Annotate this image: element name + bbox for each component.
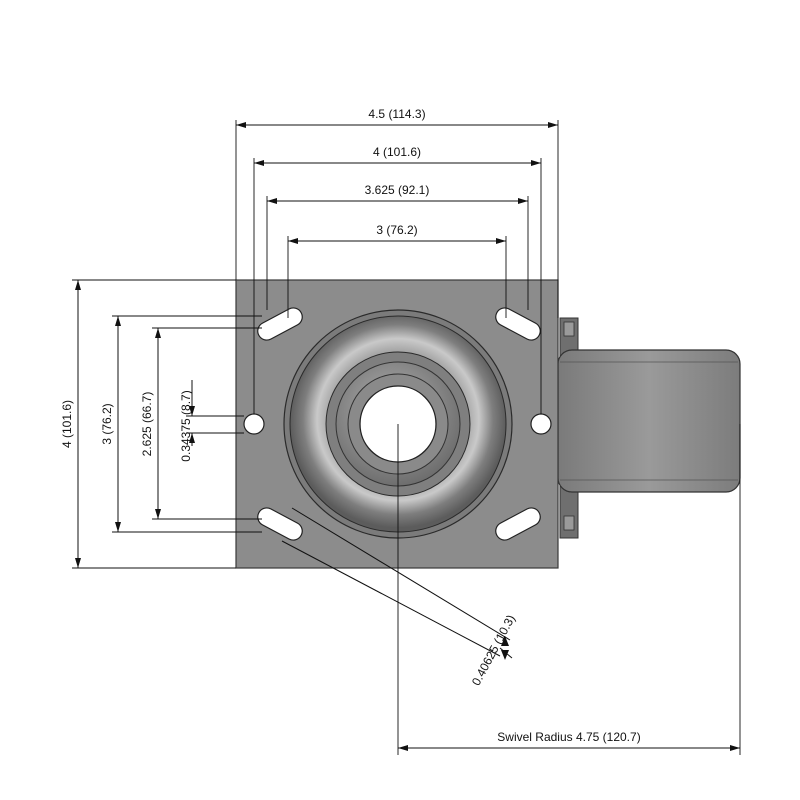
slot-top-left [257,307,303,341]
arrow [155,328,161,338]
arrow [189,406,195,416]
bolt-hole-left [243,413,265,435]
arrow [398,745,408,751]
arrow [496,238,506,244]
label-slot-h: 3.625 (92.1) [365,183,430,197]
label-bolt-v: 3 (76.2) [100,403,114,444]
slot-bottom-right [495,507,541,541]
slot-bottom-left [257,507,303,541]
arrow [189,433,195,443]
label-plate-width: 4.5 (114.3) [368,107,425,121]
top-plate [235,279,559,569]
dim-ext-slot-bottom [281,540,501,657]
label-bolt-inner: 3 (76.2) [376,223,417,237]
axle-nut-bottom [563,515,575,531]
label-slot-width: 0.40625 (10.3) [469,612,518,687]
arrow [288,238,298,244]
label-hole-offset: 0.34375 (8.7) [179,390,193,461]
arrow [75,280,81,290]
wheel [557,349,741,493]
arrow [548,122,558,128]
arrow [155,509,161,519]
dim-ext-slot-top [291,507,511,641]
label-plate-height: 4 (101.6) [60,400,74,448]
arrow [115,316,121,326]
label-swivel-radius: Swivel Radius 4.75 (120.7) [497,730,640,744]
arrow [518,198,528,204]
slot-top-right [495,307,541,341]
arrow [730,745,740,751]
arrow [115,522,121,532]
bolt-hole-right [530,413,552,435]
wheel-assembly [557,317,741,539]
axle-nut-top [563,321,575,337]
arrow [267,198,277,204]
arrow [531,160,541,166]
label-bolt-outer: 4 (101.6) [373,145,421,159]
arrow [254,160,264,166]
arrow [501,650,509,660]
arrow [236,122,246,128]
arrow [75,558,81,568]
arrow [501,636,509,646]
label-slot-v: 2.625 (66.7) [140,392,154,457]
